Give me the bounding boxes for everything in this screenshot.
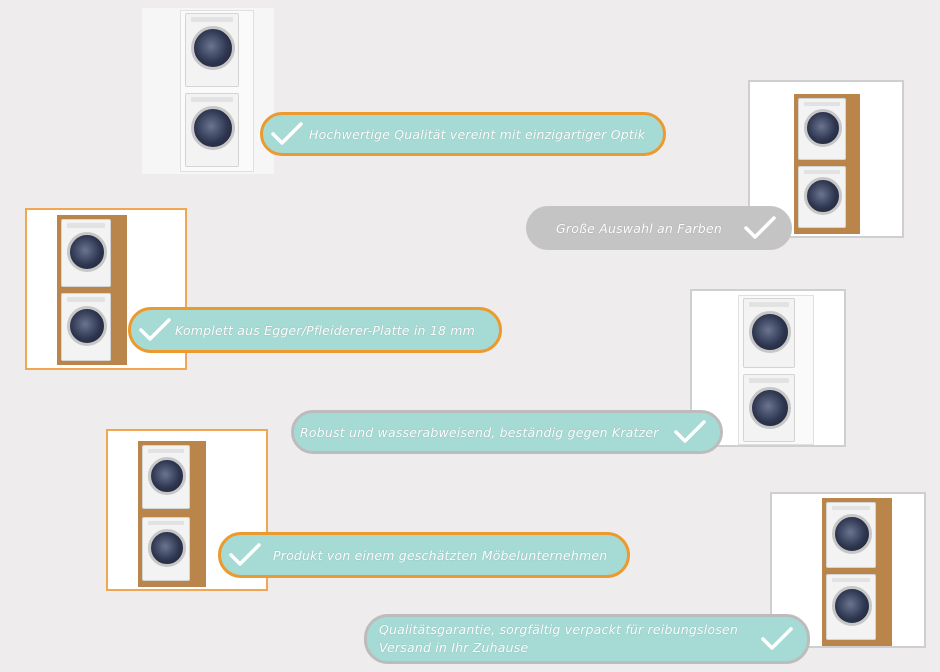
washer-dryer-cabinet-image <box>57 215 127 365</box>
product-image-white-right-2 <box>690 289 846 447</box>
checkmark-icon <box>229 543 261 566</box>
feature-text: Qualitätsgarantie, sorgfältig verpackt f… <box>379 622 738 655</box>
feature-text: Große Auswahl an Farben <box>556 220 722 236</box>
washer-dryer-cabinet-image <box>180 10 254 172</box>
product-image-white-top <box>142 8 274 174</box>
washer-dryer-cabinet-image <box>138 441 206 587</box>
product-image-oak-left-1 <box>25 208 187 370</box>
checkmark-icon <box>271 122 303 145</box>
product-image-oak-left-2 <box>106 429 268 591</box>
washer-dryer-cabinet-image <box>822 498 892 646</box>
feature-pill-robust: Robust und wasserabweisend, beständig ge… <box>291 410 723 454</box>
feature-pill-company: Produkt von einem geschätzten Möbelunter… <box>218 532 630 578</box>
feature-text: Robust und wasserabweisend, beständig ge… <box>300 424 659 440</box>
product-image-oak-right-1 <box>748 80 904 238</box>
feature-text: Produkt von einem geschätzten Möbelunter… <box>273 547 608 563</box>
feature-text: Hochwertige Qualität vereint mit einziga… <box>309 126 646 142</box>
checkmark-icon <box>744 216 776 239</box>
checkmark-icon <box>139 318 171 341</box>
feature-pill-guarantee: Qualitätsgarantie, sorgfältig verpackt f… <box>364 614 810 664</box>
feature-pill-colors: Große Auswahl an Farben <box>526 206 792 250</box>
checkmark-icon <box>761 627 793 650</box>
checkmark-icon <box>674 420 706 443</box>
washer-dryer-cabinet-image <box>794 94 860 234</box>
product-image-oak-right-2 <box>770 492 926 648</box>
feature-pill-material: Komplett aus Egger/Pfleiderer-Platte in … <box>128 307 502 353</box>
feature-pill-quality: Hochwertige Qualität vereint mit einziga… <box>260 112 666 156</box>
feature-text: Komplett aus Egger/Pfleiderer-Platte in … <box>175 322 476 338</box>
washer-dryer-cabinet-image <box>738 295 814 445</box>
